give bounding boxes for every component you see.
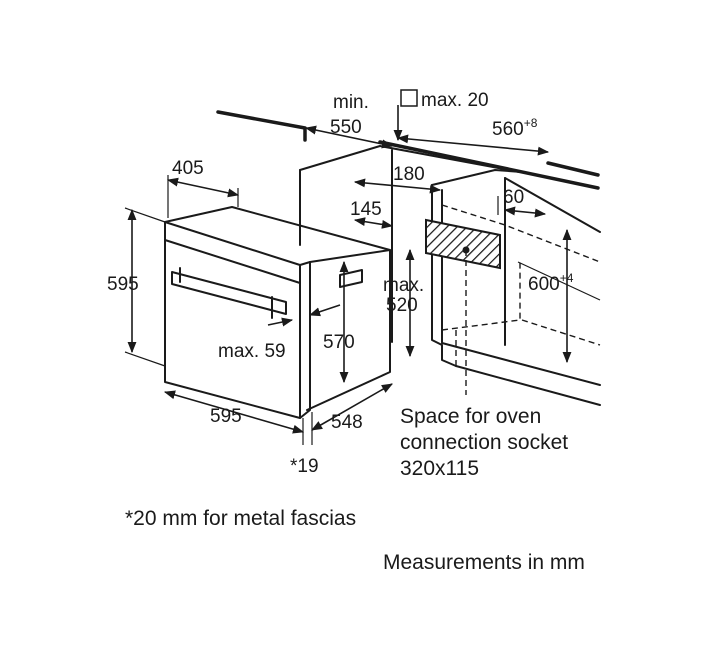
- floor-edge: [441, 342, 601, 386]
- dim-59-right: [308, 304, 341, 317]
- oven-body-top: [164, 206, 391, 411]
- label-548: 548: [331, 412, 363, 433]
- dim-595w-line: [163, 390, 305, 434]
- dim-550-line: [304, 125, 394, 149]
- oven-front-edge: [299, 261, 311, 419]
- dim-145-line: [353, 217, 394, 229]
- floor-front: [455, 365, 601, 406]
- footnote: *20 mm for metal fascias: [125, 507, 357, 530]
- label-min: min.: [333, 92, 369, 113]
- shelf-line: [517, 261, 601, 301]
- label-550: 550: [330, 117, 362, 138]
- label-145: 145: [350, 199, 382, 220]
- worktop-right-edge: [546, 161, 600, 177]
- label-max20: max. 20: [421, 90, 489, 111]
- connection-socket-area: [425, 218, 501, 270]
- label-60: 60: [503, 187, 524, 208]
- units-note: Measurements in mm: [383, 551, 585, 574]
- label-595-height: 595: [107, 274, 139, 295]
- dimension-labels: min. 550 max. 20 560+8 405 180 60 145 59…: [107, 89, 574, 477]
- label-405: 405: [172, 158, 204, 179]
- dim-595h-ext: [124, 207, 166, 367]
- dim-60-line: [503, 206, 547, 218]
- dim-405-ext: [167, 175, 239, 218]
- label-570: 570: [323, 332, 355, 353]
- dim-59-left: [267, 317, 294, 327]
- label-595-width: 595: [210, 406, 242, 427]
- dashed-lower: [441, 262, 521, 331]
- niche-right-front: [431, 184, 457, 367]
- niche-right-top: [431, 169, 523, 186]
- worktop-left-edge: [216, 110, 307, 142]
- oven-handle: [171, 271, 287, 315]
- label-560: 560+8: [492, 116, 538, 140]
- label-max59: max. 59: [218, 341, 286, 362]
- dimension-lines: [124, 105, 572, 445]
- label-star19: *19: [290, 456, 319, 477]
- socket-note-line: connection socket: [400, 431, 569, 454]
- dim-405-line: [166, 177, 240, 198]
- oven: [164, 206, 391, 419]
- dim-548-line: [311, 383, 393, 431]
- side-panel-top: [504, 177, 601, 233]
- socket-note-line: Space for oven: [400, 405, 542, 428]
- label-max-520-b: 520: [386, 295, 418, 316]
- oven-front-face: [164, 221, 301, 419]
- dashed-floor: [521, 319, 601, 346]
- dim-560-line: [396, 134, 550, 156]
- square-symbol-icon: [400, 89, 418, 107]
- dim-180-line: [353, 178, 442, 194]
- label-180: 180: [393, 164, 425, 185]
- handle-mounts: [179, 267, 273, 319]
- socket-note-line: 320x115: [400, 457, 480, 480]
- label-max-520-a: max.: [383, 275, 424, 296]
- oven-control-strip: [164, 239, 301, 284]
- socket-note: Space for oven connection socket 320x115: [400, 404, 568, 482]
- oven-top-side: [309, 249, 391, 263]
- label-600: 600+4: [528, 271, 574, 295]
